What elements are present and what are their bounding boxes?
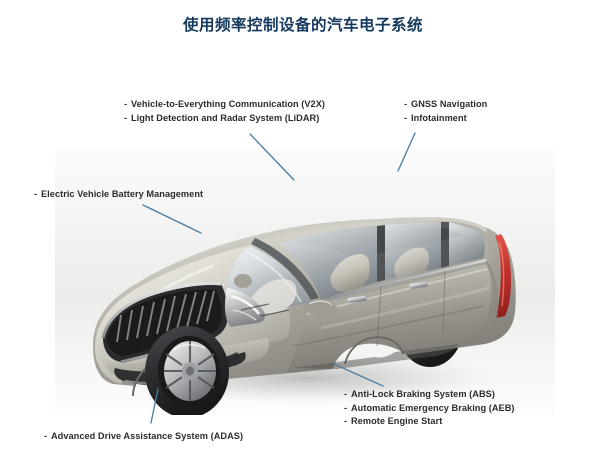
bullet-dash: - bbox=[344, 402, 348, 413]
bullet-dash: - bbox=[124, 112, 128, 123]
annotation-gnss-infotainment: -GNSS Navigation -Infotainment bbox=[404, 98, 487, 125]
bullet-dash: - bbox=[344, 389, 348, 399]
bullet-dash: - bbox=[124, 99, 128, 109]
side-panel bbox=[287, 264, 495, 373]
grille-slats bbox=[116, 290, 215, 343]
side-mirror bbox=[303, 299, 337, 317]
annotation-v2x-lidar: -Vehicle-to-Everything Communication (V2… bbox=[124, 98, 325, 125]
annotation-label: Automatic Emergency Braking (AEB) bbox=[351, 402, 515, 413]
annotation-item: -Infotainment bbox=[404, 112, 487, 126]
annotation-item: -Light Detection and Radar System (LiDAR… bbox=[124, 112, 325, 126]
front-wheel bbox=[145, 326, 229, 415]
annotation-label: Remote Engine Start bbox=[351, 416, 443, 426]
bullet-dash: - bbox=[404, 112, 408, 123]
headlight-drl-2 bbox=[232, 309, 257, 321]
flank-reflection bbox=[320, 286, 490, 330]
annotation-item: -Remote Engine Start bbox=[344, 415, 515, 429]
annotation-braking: -Anti-Lock Braking System (ABS) -Automat… bbox=[344, 388, 515, 429]
taillight-highlight bbox=[498, 241, 505, 307]
annotation-item: -Electric Vehicle Battery Management bbox=[34, 188, 203, 202]
side-mirror-highlight bbox=[308, 300, 333, 306]
bullet-dash: - bbox=[34, 189, 38, 199]
bullet-dash: - bbox=[344, 416, 348, 426]
bullet-dash: - bbox=[44, 431, 48, 441]
rocker-crease bbox=[292, 305, 484, 347]
window-pillars bbox=[377, 222, 449, 282]
annotation-label: Infotainment bbox=[411, 112, 467, 123]
annotation-item: -Vehicle-to-Everything Communication (V2… bbox=[124, 98, 325, 112]
far-side-mirror bbox=[234, 274, 252, 288]
interior bbox=[250, 247, 430, 314]
annotation-label: Anti-Lock Braking System (ABS) bbox=[351, 389, 495, 399]
door-handles bbox=[347, 281, 428, 304]
annotation-adas: -Advanced Drive Assistance System (ADAS) bbox=[44, 430, 243, 444]
car-body bbox=[93, 217, 516, 415]
annotation-label: Electric Vehicle Battery Management bbox=[41, 189, 204, 199]
door-seams bbox=[376, 270, 446, 347]
annotation-label: GNSS Navigation bbox=[411, 99, 488, 109]
annotation-item: -Anti-Lock Braking System (ABS) bbox=[344, 388, 515, 402]
grille-chrome-top bbox=[101, 282, 222, 339]
rocker-panel bbox=[293, 344, 459, 369]
quarter-window bbox=[449, 222, 485, 266]
a-pillar bbox=[251, 238, 319, 300]
wipers bbox=[240, 303, 290, 317]
rear-panel-shading bbox=[459, 260, 499, 346]
annotation-label: Vehicle-to-Everything Communication (V2X… bbox=[131, 99, 325, 109]
page-title: 使用频率控制设备的汽车电子系统 bbox=[182, 17, 423, 34]
annotation-label: Light Detection and Radar System (LiDAR) bbox=[131, 112, 320, 123]
annotation-item: -Advanced Drive Assistance System (ADAS) bbox=[44, 430, 243, 444]
car-illustration bbox=[55, 150, 555, 415]
annotation-battery: -Electric Vehicle Battery Management bbox=[34, 188, 203, 202]
annotation-item: -GNSS Navigation bbox=[404, 98, 487, 112]
beltline-chrome bbox=[316, 258, 488, 304]
roof-rail bbox=[267, 217, 487, 240]
headlight-drl bbox=[230, 294, 261, 315]
annotation-label: Advanced Drive Assistance System (ADAS) bbox=[51, 431, 244, 441]
rear-fender-arch bbox=[344, 336, 404, 365]
bullet-dash: - bbox=[404, 99, 408, 109]
windshield-reflection bbox=[250, 253, 302, 303]
car-vector-graphic bbox=[55, 150, 555, 415]
annotation-item: -Automatic Emergency Braking (AEB) bbox=[344, 402, 515, 416]
